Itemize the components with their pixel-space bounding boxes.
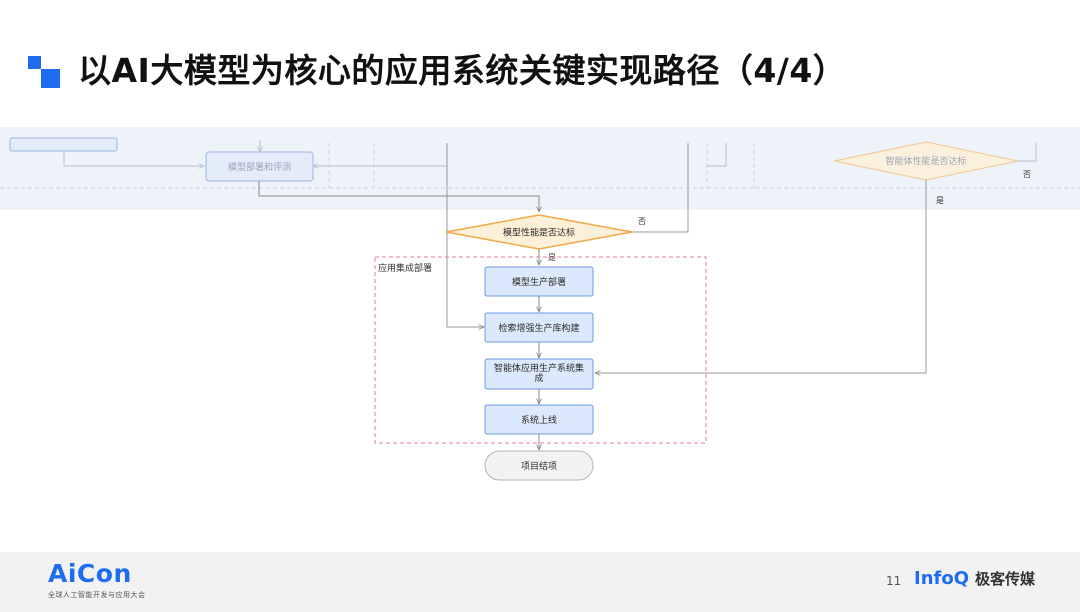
title-logo-icon [28,50,64,88]
model-no-label: 否 [638,217,646,226]
aicon-logo: AiCon 全球人工智能开发与应用大会 [48,560,146,600]
faded-previous-stage: 模型部署和评测 智能体性能是否达标 否 是 [0,137,1080,373]
agent-yes-label: 是 [936,196,944,205]
faded-edge [313,143,448,166]
aicon-subtitle: 全球人工智能开发与应用大会 [48,591,146,599]
page-title: 以AI大模型为核心的应用系统关键实现路径（4/4） [78,51,847,90]
edge-agent-yes-to-integration [595,180,927,373]
infoq-logo: InfoQ 极客传媒 [914,568,1035,589]
media-name: 极客传媒 [975,570,1036,588]
rag-build-label: 检索增强生产库构建 [498,322,579,334]
agent-perf-check-label: 智能体性能是否达标 [885,155,966,167]
faded-process-box [9,137,118,152]
faded-edge [63,151,204,166]
app-integration-group [374,256,707,444]
slide-title-bar: 以AI大模型为核心的应用系统关键实现路径（4/4） [28,40,846,96]
edge-to-rag-build [446,143,484,327]
agent-integration-label: 智能体应用生产系统集成 [493,364,584,384]
infoq-brand: InfoQ [914,568,970,589]
faded-edge [707,143,727,167]
edge-eval-to-check [258,181,539,212]
agent-integration-label-box: 智能体应用生产系统集成 [493,364,584,384]
model-prod-deploy-label: 模型生产部署 [512,276,566,288]
edge-model-no-loop [632,143,689,233]
page-number: 11 [886,574,902,588]
model-deploy-eval-label: 模型部署和评测 [228,161,291,173]
faded-edge-agent-no [1018,143,1037,162]
project-end-node [484,450,594,481]
agent-no-label: 否 [1023,170,1031,179]
aicon-brand: AiCon [48,559,132,588]
project-end-label: 项目结项 [521,460,557,472]
slide-footer: AiCon 全球人工智能开发与应用大会 11 InfoQ 极客传媒 [0,552,1080,612]
system-launch-label: 系统上线 [521,414,557,426]
model-perf-check-label: 模型性能是否达标 [503,227,575,239]
app-integration-group-label: 应用集成部署 [378,262,432,274]
